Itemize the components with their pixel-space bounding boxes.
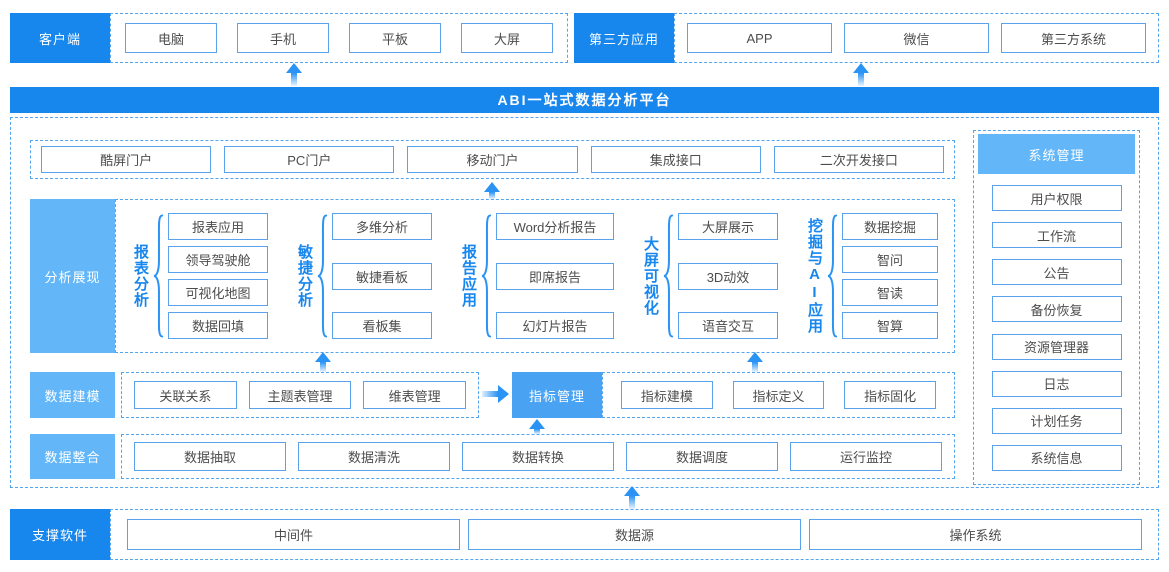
- integration-section-label: 数据整合: [30, 434, 115, 479]
- analysis-group-label: 挖掘与AI应用: [806, 218, 823, 334]
- analysis-item: 幻灯片报告: [496, 312, 614, 339]
- system-item-log: 日志: [991, 370, 1122, 397]
- client-item-bigscreen: 大屏: [461, 23, 553, 53]
- client-item-pc: 电脑: [125, 23, 217, 53]
- integration-item-extract: 数据抽取: [134, 442, 286, 471]
- analysis-group-ai: 挖掘与AI应用 数据挖掘 智问 智读 智算: [806, 213, 938, 339]
- analysis-group-label: 报告应用: [460, 244, 477, 308]
- analysis-group-label: 报表分析: [132, 244, 149, 308]
- system-item-announcement: 公告: [991, 259, 1122, 286]
- integration-item-monitor: 运行监控: [790, 442, 942, 471]
- modeling-item-dim-table: 维表管理: [363, 381, 467, 409]
- brace-icon: [481, 213, 492, 339]
- system-item-system-info: 系统信息: [991, 444, 1122, 471]
- analysis-item: 看板集: [332, 312, 432, 339]
- modeling-section: 关联关系 主题表管理 维表管理: [121, 372, 479, 418]
- analysis-item: 多维分析: [332, 213, 432, 240]
- indicator-item-definition: 指标定义: [732, 381, 825, 409]
- arrow-up-icon: [483, 182, 500, 199]
- support-item-datasource: 数据源: [468, 519, 801, 550]
- system-item-workflow: 工作流: [991, 222, 1122, 249]
- analysis-item: 数据回填: [168, 312, 268, 339]
- indicator-item-modeling: 指标建模: [621, 381, 713, 409]
- analysis-item: 语音交互: [678, 312, 778, 339]
- arrow-right-icon: [482, 385, 509, 403]
- support-item-middleware: 中间件: [127, 519, 460, 550]
- arrow-up-icon: [623, 486, 640, 509]
- third-party-item-app: APP: [687, 23, 832, 53]
- portal-row: 酷屏门户 PC门户 移动门户 集成接口 二次开发接口: [30, 140, 955, 179]
- analysis-group-label: 大屏可视化: [642, 236, 659, 316]
- indicator-item-solidify: 指标固化: [844, 381, 937, 409]
- modeling-item-relations: 关联关系: [134, 381, 237, 409]
- analysis-item: 即席报告: [496, 262, 614, 290]
- arrow-up-icon: [285, 63, 302, 86]
- analysis-item: 数据挖掘: [842, 213, 938, 240]
- analysis-item: 3D动效: [678, 262, 778, 290]
- brace-icon: [317, 213, 328, 339]
- analysis-item: 敏捷看板: [332, 262, 432, 290]
- analysis-item: 领导驾驶舱: [168, 246, 268, 273]
- portal-mobile: 移动门户: [407, 146, 578, 173]
- analysis-section-label: 分析展现: [30, 199, 115, 353]
- arrow-up-icon: [746, 352, 763, 372]
- analysis-item: 报表应用: [168, 213, 268, 240]
- system-item-scheduled-tasks: 计划任务: [991, 407, 1122, 434]
- portal-integration-api: 集成接口: [590, 146, 761, 173]
- analysis-group-reporting: 报告应用 Word分析报告 即席报告 幻灯片报告: [460, 213, 614, 339]
- system-item-backup: 备份恢复: [991, 296, 1122, 323]
- analysis-group-bigscreen: 大屏可视化 大屏展示 3D动效 语音交互: [642, 213, 778, 339]
- client-item-mobile: 手机: [237, 23, 329, 53]
- system-item-user-rights: 用户权限: [991, 185, 1122, 212]
- client-section-label: 客户端: [10, 13, 110, 63]
- third-party-section-label: 第三方应用: [574, 13, 674, 63]
- integration-section: 数据抽取 数据清洗 数据转换 数据调度 运行监控: [121, 434, 955, 479]
- modeling-section-label: 数据建模: [30, 372, 115, 418]
- arrow-up-icon: [314, 352, 331, 372]
- system-item-resource-manager: 资源管理器: [991, 333, 1122, 360]
- arrow-up-icon: [528, 419, 545, 434]
- portal-coolscreen: 酷屏门户: [41, 146, 212, 173]
- system-management-panel: 系统管理 用户权限 工作流 公告 备份恢复 资源管理器 日志 计划任务 系统信息: [973, 130, 1140, 485]
- client-item-tablet: 平板: [349, 23, 441, 53]
- analysis-section: 报表分析 报表应用 领导驾驶舱 可视化地图 数据回填 敏捷分析 多维分析 敏捷看…: [115, 199, 955, 353]
- support-section: 中间件 数据源 操作系统: [110, 509, 1159, 560]
- integration-item-transform: 数据转换: [462, 442, 614, 471]
- analysis-group-label: 敏捷分析: [296, 244, 313, 308]
- brace-icon: [827, 213, 838, 339]
- portal-dev-api: 二次开发接口: [773, 146, 945, 173]
- analysis-item: 智算: [842, 312, 938, 339]
- platform-container: [10, 117, 1159, 488]
- support-item-os: 操作系统: [809, 519, 1142, 550]
- client-section: 电脑 手机 平板 大屏: [110, 13, 568, 63]
- analysis-item: 可视化地图: [168, 279, 268, 306]
- third-party-item-system: 第三方系统: [1001, 23, 1146, 53]
- third-party-section: APP 微信 第三方系统: [674, 13, 1159, 63]
- integration-item-schedule: 数据调度: [626, 442, 778, 471]
- analysis-group-agile: 敏捷分析 多维分析 敏捷看板 看板集: [296, 213, 432, 339]
- third-party-item-wechat: 微信: [844, 23, 989, 53]
- analysis-group-report: 报表分析 报表应用 领导驾驶舱 可视化地图 数据回填: [132, 213, 268, 339]
- system-management-header: 系统管理: [978, 134, 1135, 174]
- analysis-item: Word分析报告: [496, 213, 614, 240]
- arrow-up-icon: [852, 63, 869, 86]
- modeling-item-subject-table: 主题表管理: [248, 381, 352, 409]
- brace-icon: [153, 213, 164, 339]
- portal-pc: PC门户: [224, 146, 395, 173]
- support-section-label: 支撑软件: [10, 509, 110, 560]
- system-management-items: 用户权限 工作流 公告 备份恢复 资源管理器 日志 计划任务 系统信息: [974, 174, 1139, 482]
- platform-banner: ABI一站式数据分析平台: [10, 87, 1159, 113]
- analysis-item: 大屏展示: [678, 213, 778, 240]
- analysis-item: 智读: [842, 279, 938, 306]
- analysis-item: 智问: [842, 246, 938, 273]
- integration-item-clean: 数据清洗: [298, 442, 450, 471]
- indicator-management-label: 指标管理: [512, 372, 602, 418]
- indicator-section: 指标建模 指标定义 指标固化: [602, 372, 955, 418]
- brace-icon: [663, 213, 674, 339]
